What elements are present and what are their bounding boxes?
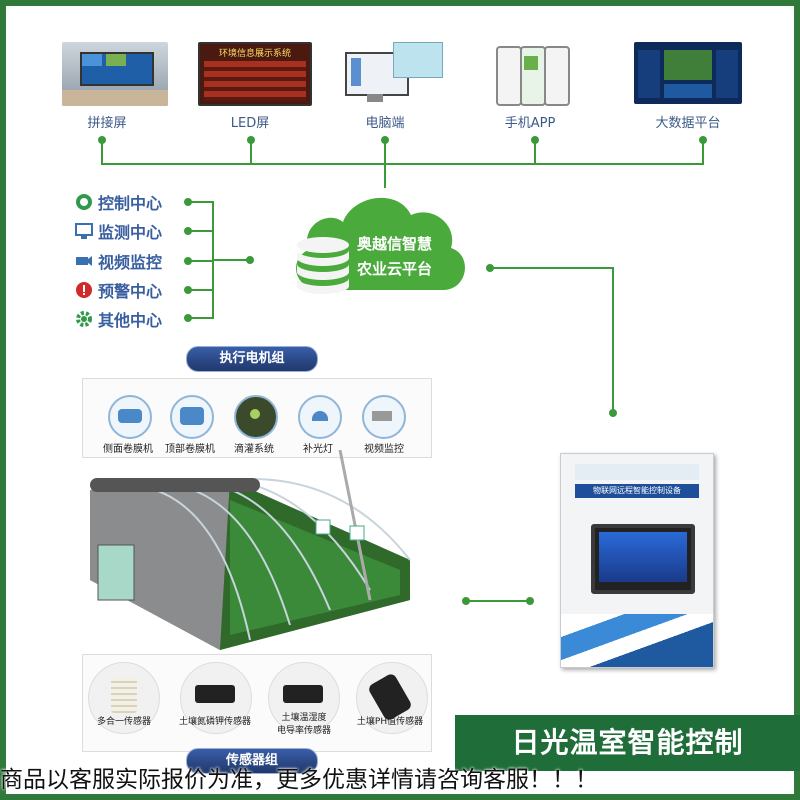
center-label: 控制中心 [98,194,163,213]
device-label-led: LED屏 [230,116,270,131]
connector-dot [184,257,192,265]
soil-ph-sensor-icon [356,662,428,734]
control-cabinet: 物联网远程智能控制设备 [560,453,714,668]
top-roller-icon [170,395,214,439]
connector-dot [184,314,192,322]
center-label: 其他中心 [98,311,163,330]
gear-icon [74,309,94,329]
connector-dot [699,136,707,144]
actuator-label: 补光灯 [303,444,333,455]
touch-screen[interactable] [591,524,695,594]
sensor-label: 多合一传感器 [96,717,152,727]
sensor-label: 土壤氮磷钾传感器 [178,717,252,727]
npk-sensor-icon [180,662,252,734]
center-label: 预警中心 [98,282,163,301]
computer-icon [345,42,445,106]
connector-dot [246,256,254,264]
grow-light-icon [298,395,342,439]
center-bracket [188,317,214,319]
device-drop-line [384,138,386,188]
cloud-to-cabinet-line [490,267,614,269]
connector-dot [462,597,470,605]
center-item-control: 控制中心 [74,190,162,214]
connector-dot [184,227,192,235]
actuator-label: 滴灌系统 [234,444,274,455]
cloud-platform-icon [296,197,465,294]
device-drop-line [534,138,536,164]
center-item-warning: 预警中心 [74,278,162,302]
greenhouse-to-cabinet-line [466,600,530,602]
side-roller-icon [108,395,152,439]
cloud-to-cabinet-line [612,267,614,413]
cabinet-label: 物联网远程智能控制设备 [575,484,699,498]
device-label-mobile: 手机APP [504,116,556,131]
cloud-title-line2: 农业云平台 [357,260,433,278]
title-banner: 日光温室智能控制 [455,715,800,771]
mobile-app-icon [494,42,570,106]
monitor-icon [74,221,94,241]
center-bracket [188,201,214,203]
camera-icon [74,251,94,271]
multi-sensor-icon [88,662,160,734]
actuator-label: 视频监控 [364,444,404,455]
connector-dot [609,409,617,417]
sensor-label: 土壤温湿度 电导率传感器 [276,713,332,736]
sensor-group-title: 传感器组 [186,748,318,774]
device-drop-line [101,138,103,164]
connector-dot [184,286,192,294]
center-to-cloud-line [212,259,252,261]
device-drop-line [250,138,252,164]
led-screen-title: 环境信息展示系统 [218,49,291,59]
cloud-title-line1: 奥越信智慧 [357,235,433,253]
device-label-video-wall: 拼接屏 [87,116,127,131]
connector-dot [381,136,389,144]
center-label: 监测中心 [98,223,163,242]
actuator-label: 侧面卷膜机 [103,444,153,455]
actuator-label: 顶部卷膜机 [165,444,215,455]
connector-dot [98,136,106,144]
center-label: 视频监控 [98,253,163,272]
bottom-notice: 商品以客服实际报价为准，更多优惠详情请咨询客服！！！ [0,767,598,793]
connector-dot [531,136,539,144]
soil-temp-humidity-sensor-icon [268,662,340,734]
video-camera-icon [362,395,406,439]
device-drop-line [702,138,704,164]
video-wall-icon [62,42,168,106]
center-item-other: 其他中心 [74,307,162,331]
big-data-platform-icon [634,42,742,104]
drip-irrigation-icon [234,395,278,439]
connector-dot [184,198,192,206]
center-bracket [188,260,214,262]
sensor-label: 土壤PH值传感器 [356,717,424,727]
device-label-computer: 电脑端 [365,116,405,131]
device-label-bigdata: 大数据平台 [655,116,721,131]
center-bracket [188,230,214,232]
connector-dot [526,597,534,605]
actuator-group-title: 执行电机组 [186,346,318,372]
led-screen-icon: 环境信息展示系统 [198,42,312,106]
connector-dot [486,264,494,272]
center-item-video: 视频监控 [74,249,162,273]
connector-dot [247,136,255,144]
control-icon [74,192,94,212]
warning-icon [74,280,94,300]
device-bus-line [101,163,704,165]
center-item-monitor: 监测中心 [74,219,162,243]
center-bracket [188,289,214,291]
greenhouse-illustration [90,450,411,650]
